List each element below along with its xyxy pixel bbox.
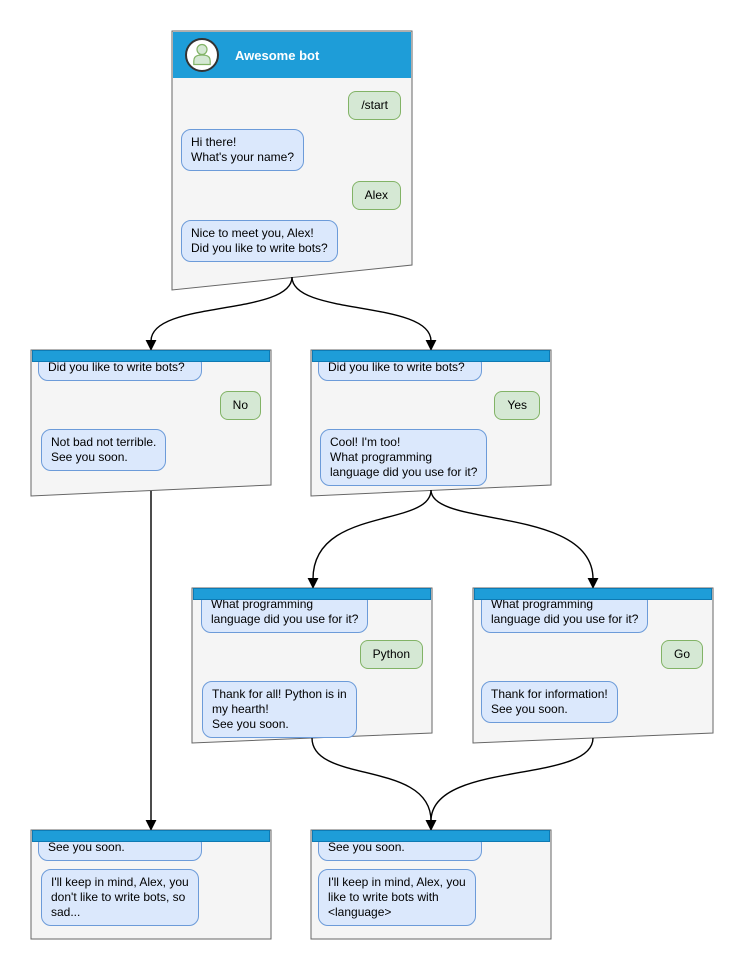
msg-thank-python-bubble: Thank for all! Python is in my hearth! S… — [202, 681, 357, 738]
msg-start-bubble: /start — [348, 91, 401, 120]
branch-go-title-strip — [474, 588, 712, 600]
msg-no-bubble: No — [219, 391, 261, 420]
msg-hi-there-bubble: Hi there! What's your name? — [181, 129, 305, 171]
msg-nice-to-meet-bubble: Nice to meet you, Alex! Did you like to … — [181, 220, 338, 262]
msg-go-bubble: Go — [660, 640, 703, 669]
msg-python-bubble: Python — [359, 640, 423, 669]
msg-keep-in-mind-yes-bubble: I'll keep in mind, Alex, you like to wri… — [318, 869, 476, 926]
end-yes-title-strip — [312, 830, 550, 842]
msg-thank-info-bubble: Thank for information! See you soon. — [481, 681, 618, 723]
branch-yes-title-strip — [312, 350, 550, 362]
bot-avatar — [185, 38, 219, 72]
connector-python-to-end — [311, 737, 437, 831]
connector-go-to-end — [425, 737, 594, 831]
branch-no-title-strip — [32, 350, 270, 362]
connector-start-to-yes — [291, 276, 437, 351]
msg-not-bad-bubble: Not bad not terrible. See you soon. — [41, 429, 167, 471]
connector-start-to-no — [145, 276, 293, 351]
chat-window-header: Awesome bot — [173, 32, 411, 78]
person-icon — [193, 43, 211, 66]
connector-yes-to-go — [430, 489, 599, 589]
chat-window-title: Awesome bot — [235, 47, 320, 63]
end-no-title-strip — [32, 830, 270, 842]
connector-yes-to-python — [307, 489, 432, 589]
msg-cool-im-too-bubble: Cool! I'm too! What programming language… — [320, 429, 488, 486]
msg-yes-bubble: Yes — [494, 391, 540, 420]
msg-alex-bubble: Alex — [351, 181, 401, 210]
branch-python-title-strip — [193, 588, 431, 600]
msg-keep-in-mind-no-bubble: I'll keep in mind, Alex, you don't like … — [41, 869, 199, 926]
